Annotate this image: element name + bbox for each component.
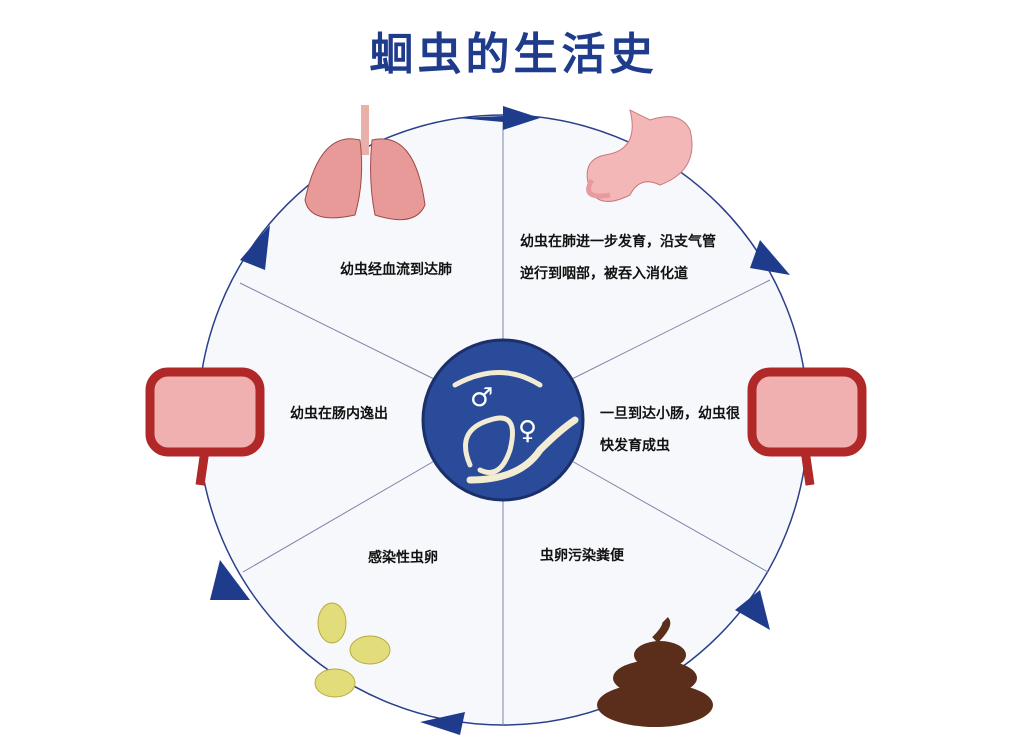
arrow-icon xyxy=(750,240,790,275)
stage-eggs-label: 感染性虫卵 xyxy=(368,550,438,566)
stomach-icon xyxy=(586,109,693,202)
arrow-icon xyxy=(210,560,250,600)
stage-lung-label: 幼虫经血流到达肺 xyxy=(340,262,452,278)
cycle-arrows xyxy=(210,106,790,735)
intestine-icon xyxy=(145,367,265,486)
feces-icon xyxy=(597,617,713,727)
male-symbol: ♂ xyxy=(470,383,494,413)
worm-icon xyxy=(452,370,579,484)
arrow-icon xyxy=(735,590,770,630)
sector-dividers xyxy=(239,115,771,725)
stage-intestine-adult-label: 一旦到达小肠，幼虫很快发育成虫 xyxy=(600,406,740,454)
diagram-title: 蛔虫的生活史 xyxy=(369,29,658,80)
stage-feces-label: 虫卵污染粪便 xyxy=(540,548,624,564)
arrow-icon xyxy=(240,225,270,270)
arrow-icon xyxy=(458,106,540,130)
stage-hatch-label: 幼虫在肠内逸出 xyxy=(290,406,388,422)
eggs-icon xyxy=(314,602,391,698)
arrow-icon xyxy=(420,712,465,735)
intestine-icon xyxy=(747,367,867,486)
female-symbol: ♀ xyxy=(518,416,538,446)
lungs-icon xyxy=(304,105,426,221)
stage-swallow-label: 幼虫在肺进一步发育，沿支气管逆行到咽部，被吞入消化道 xyxy=(520,234,716,282)
